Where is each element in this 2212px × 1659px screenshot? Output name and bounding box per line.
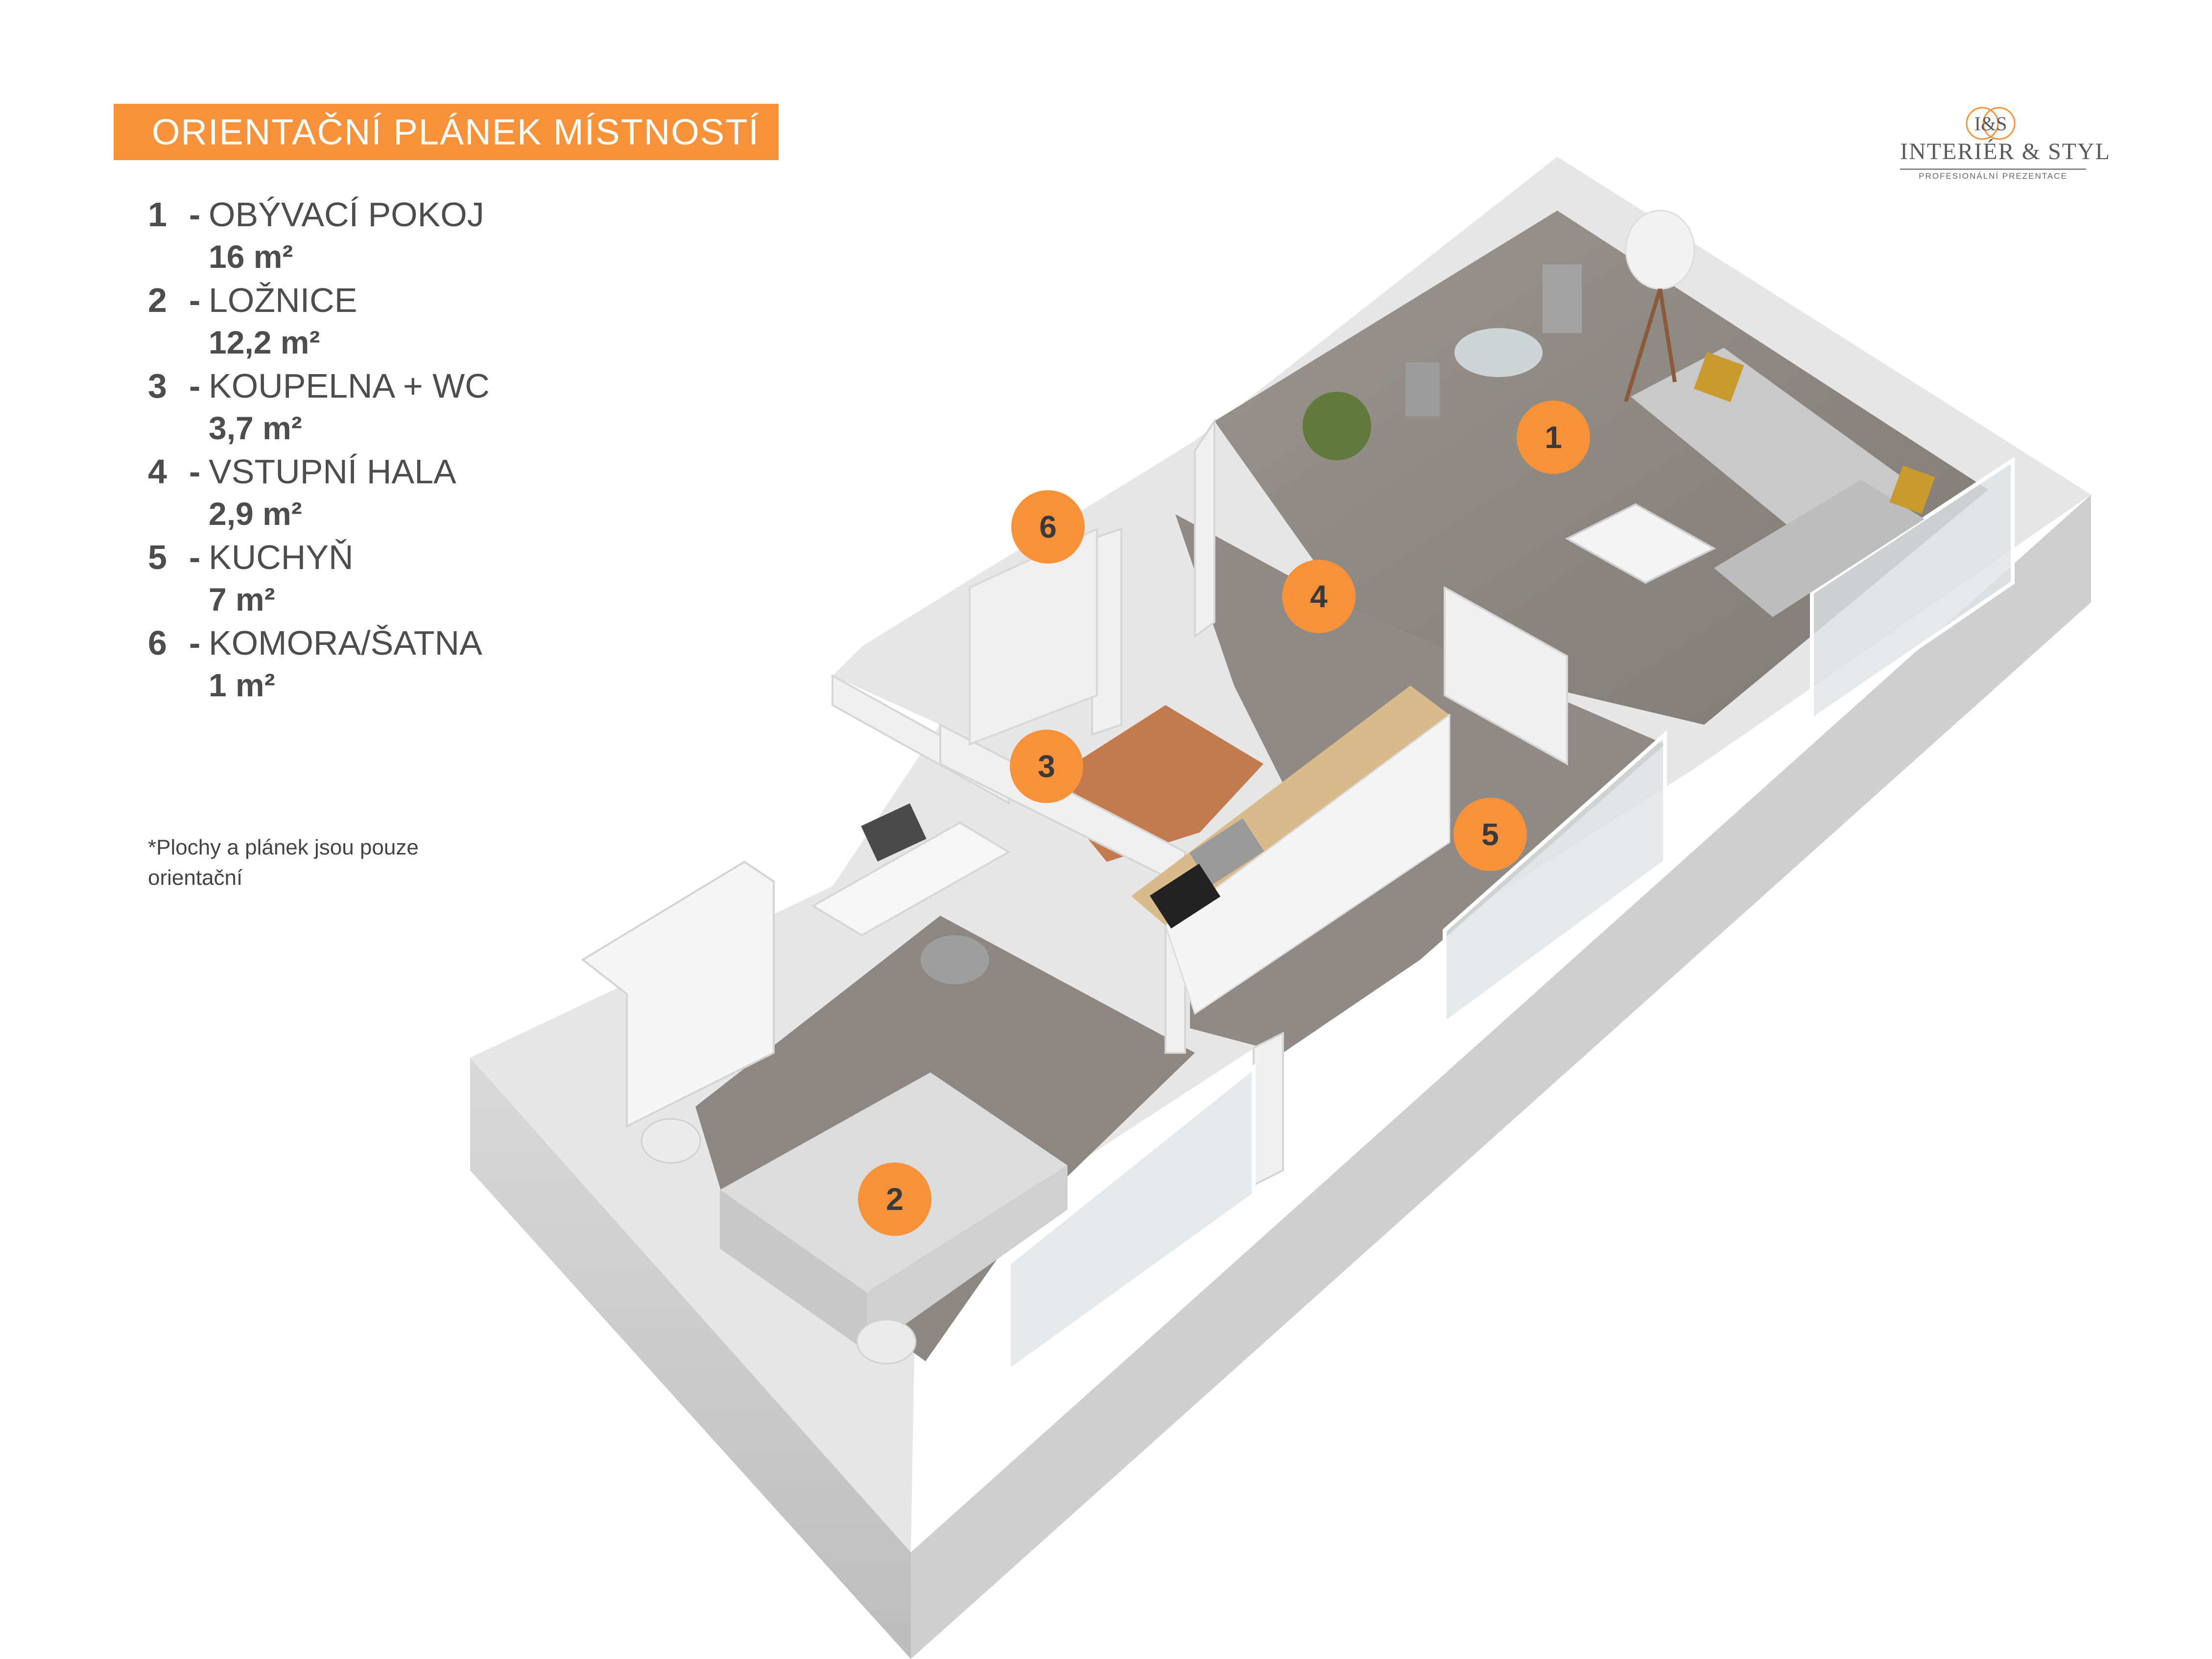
marker-label: 2	[886, 1182, 904, 1217]
room-number: 4	[148, 452, 167, 491]
logo-divider	[1900, 168, 2086, 170]
bedside-lamp	[641, 1118, 701, 1164]
room-name: KOUPELNA + WC	[209, 367, 490, 405]
room-number: 1	[148, 195, 167, 234]
disclaimer-note: *Plochy a plánek jsou pouze orientační	[148, 835, 419, 890]
room-marker-6: 6	[1011, 490, 1085, 564]
room-marker-3: 3	[1010, 730, 1083, 803]
room-area: 3,7 m²	[209, 410, 302, 446]
room-name: LOŽNICE	[209, 281, 357, 319]
separator: -	[189, 452, 201, 491]
room-area: 7 m²	[209, 581, 275, 617]
room-name: OBÝVACÍ POKOJ	[209, 195, 484, 234]
marker-label: 3	[1038, 749, 1055, 784]
room-marker-2: 2	[858, 1162, 931, 1236]
legend-item: 4 - VSTUPNÍ HALA 2,9 m²	[148, 452, 589, 538]
sofa	[1631, 348, 1935, 617]
bedside-lamp	[856, 1319, 917, 1365]
legend-item: 6 - KOMORA/ŠATNA 1 m²	[148, 623, 589, 709]
page-title: ORIENTAČNÍ PLÁNEK MÍSTNOSTÍ	[152, 112, 760, 152]
separator: -	[189, 367, 201, 405]
room-area: 1 m²	[209, 667, 275, 703]
legend-item: 3 - KOUPELNA + WC 3,7 m²	[148, 366, 589, 452]
separator: -	[189, 195, 201, 234]
room-area: 2,9 m²	[209, 496, 302, 532]
room-number: 3	[148, 367, 167, 405]
room-name: VSTUPNÍ HALA	[209, 452, 456, 491]
logo-mark-text: I&S	[1974, 113, 2007, 135]
brand-tagline: PROFESIONÁLNÍ PREZENTACE	[1919, 171, 2068, 181]
room-name: KUCHYŇ	[209, 538, 354, 576]
marker-label: 5	[1481, 817, 1499, 852]
room-marker-1: 1	[1517, 401, 1590, 474]
room-area: 16 m²	[209, 238, 293, 275]
room-area: 12,2 m²	[209, 324, 320, 360]
room-marker-5: 5	[1453, 798, 1527, 871]
marker-label: 6	[1039, 509, 1057, 545]
marker-label: 1	[1545, 420, 1562, 455]
coffee-table	[1565, 503, 1716, 584]
room-name: KOMORA/ŠATNA	[209, 624, 482, 662]
room-number: 2	[148, 281, 167, 319]
room-number: 6	[148, 624, 167, 662]
kitchen-counter	[1131, 686, 1451, 1015]
marker-label: 4	[1310, 579, 1328, 614]
title-banner: ORIENTAČNÍ PLÁNEK MÍSTNOSTÍ	[114, 104, 779, 160]
glass-railings	[1007, 456, 2015, 1375]
bookshelf	[581, 860, 775, 1128]
desk	[811, 803, 1011, 984]
legend-item: 5 - KUCHYŇ 7 m²	[148, 538, 589, 623]
legend-item: 2 - LOŽNICE 12,2 m²	[148, 281, 589, 366]
separator: -	[189, 624, 201, 662]
room-legend: 1 - OBÝVACÍ POKOJ 16 m² 2 - LOŽNICE 12,2…	[148, 195, 589, 709]
interior-walls	[832, 418, 1568, 1187]
plant	[1303, 392, 1371, 460]
dining-table	[1405, 264, 1582, 416]
room-marker-4: 4	[1282, 560, 1356, 633]
brand-name: INTERIÉR & STYL	[1900, 139, 2111, 165]
legend-item: 1 - OBÝVACÍ POKOJ 16 m²	[148, 195, 589, 281]
logo-mark-icon: I&S	[1966, 107, 2016, 140]
brand-logo: I&S INTERIÉR & STYL PROFESIONÁLNÍ PREZEN…	[1900, 104, 2111, 182]
separator: -	[189, 281, 201, 319]
separator: -	[189, 538, 201, 576]
floor-lamp	[1624, 210, 1695, 403]
room-number: 5	[148, 538, 167, 576]
